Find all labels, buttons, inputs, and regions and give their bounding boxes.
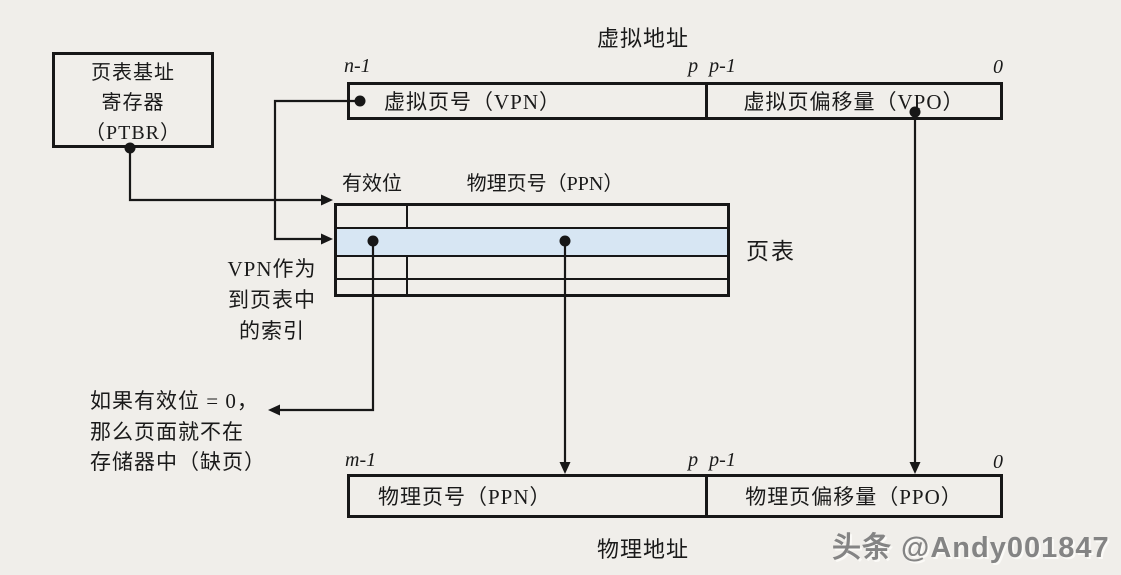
page-table: [334, 203, 730, 297]
ppn-column-header: 物理页号（PPN）: [466, 173, 624, 195]
page-fault-note-line1: 如果有效位 = 0，: [90, 389, 259, 413]
pa-bit-index-high: m-1: [345, 449, 377, 471]
arrowhead-right-ptbr: [321, 194, 333, 206]
valid-bit-cell: [337, 206, 408, 227]
page-table-label: 页表: [746, 239, 796, 264]
valid-bit-header: 有效位: [342, 173, 402, 195]
watermark-text: 头条 @Andy001847: [832, 532, 1110, 564]
vpn-index-note: VPN作为 到页表中 的索引: [203, 254, 341, 347]
ppn-cell: [408, 206, 727, 227]
page-fault-note: 如果有效位 = 0， 那么页面就不在 存储器中（缺页）: [90, 386, 266, 478]
vpn-index-note-line2: 到页表中: [228, 288, 316, 312]
ppn-cell: [408, 257, 727, 278]
physical-address-box: 物理页号（PPN） 物理页偏移量（PPO）: [347, 474, 1003, 518]
page-fault-note-line2: 那么页面就不在: [90, 419, 244, 444]
ptbr-label-line3: （PTBR）: [84, 122, 182, 144]
ppo-field: 物理页偏移量（PPO）: [745, 485, 963, 509]
va-bit-index-high: n-1: [344, 55, 371, 77]
page-fault-note-line3: 存储器中（缺页）: [90, 450, 266, 474]
vpn-index-note-line3: 的索引: [239, 319, 305, 343]
vpn-index-note-line1: VPN作为: [227, 257, 317, 281]
pa-bit-index-zero: 0: [993, 451, 1003, 473]
ppn-field: 物理页号（PPN）: [350, 477, 708, 515]
vpo-field: 虚拟页偏移量（VPO）: [743, 90, 965, 114]
virtual-address-box: 虚拟页号（VPN） 虚拟页偏移量（VPO）: [347, 82, 1003, 120]
page-table-row: [337, 255, 727, 278]
arrowhead-down-ppn: [559, 462, 571, 474]
arrowhead-right-vpn: [321, 233, 333, 245]
page-table-row-highlighted: [337, 227, 727, 255]
page-table-row: [337, 278, 727, 294]
virtual-address-title: 虚拟地址: [596, 26, 689, 51]
valid-bit-cell: [337, 257, 408, 278]
va-bit-index-zero: 0: [993, 56, 1003, 78]
ptbr-to-pagetable-arrow: [128, 148, 322, 202]
ppn-cell: [408, 229, 727, 255]
pa-bit-index-p: p p-1: [688, 449, 736, 471]
ptbr-label-line2: 寄存器: [101, 92, 165, 114]
vpn-field: 虚拟页号（VPN）: [350, 85, 708, 117]
valid-bit-cell: [337, 280, 408, 294]
valid-bit-cell: [337, 229, 408, 255]
ptbr-label-line1: 页表基址: [91, 62, 175, 84]
page-table-row: [337, 206, 727, 227]
physical-address-title: 物理地址: [596, 537, 689, 562]
ptbr-register-box: 页表基址 寄存器 （PTBR）: [52, 52, 214, 148]
arrowhead-down-vpo: [909, 462, 921, 474]
ppn-cell: [408, 280, 727, 294]
arrowhead-left-validbit: [268, 404, 280, 416]
va-bit-index-p: p p-1: [688, 55, 736, 77]
